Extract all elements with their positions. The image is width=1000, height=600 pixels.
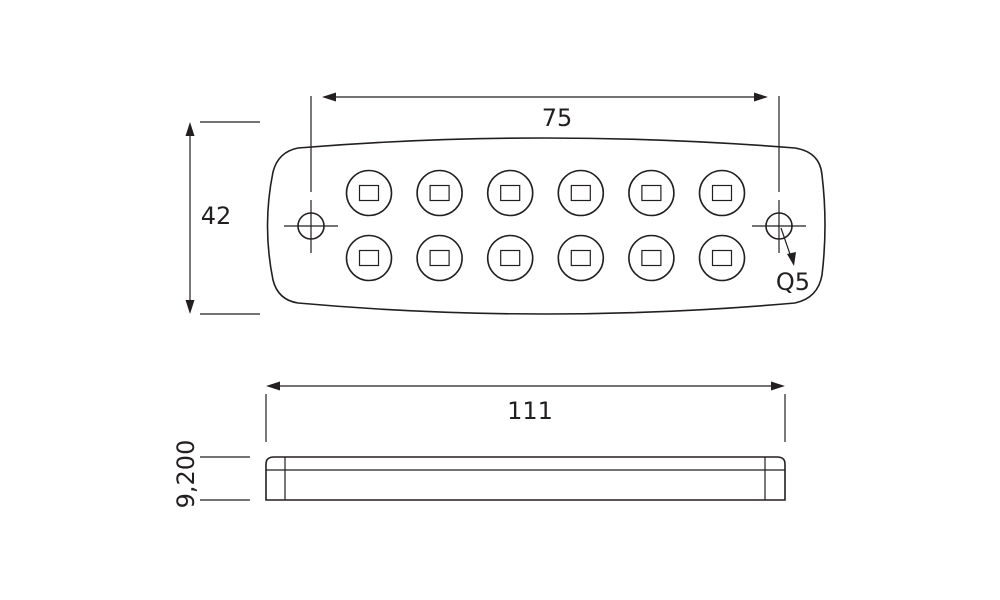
led-lens [416, 234, 463, 282]
mounting-hole-right [752, 200, 806, 253]
led-lens [486, 169, 534, 217]
led-lens [416, 169, 463, 217]
thickness-dimension: 9,200 [172, 440, 250, 509]
led-lens [345, 169, 393, 217]
thickness-label: 9,200 [172, 440, 200, 509]
led-lens [345, 234, 393, 282]
mounting-hole-left [284, 200, 338, 253]
led-lens [486, 234, 534, 282]
led-lens [628, 169, 675, 217]
led-lens [557, 234, 605, 282]
hole-diameter-callout: Q5 [776, 227, 810, 296]
led-lens [557, 169, 605, 217]
height-dimension: 42 [185, 121, 260, 315]
length-label: 111 [507, 397, 553, 425]
led-lens [628, 234, 675, 282]
side-profile [265, 456, 786, 501]
hole-diameter-label: Q5 [776, 268, 810, 296]
led-grid [345, 169, 746, 282]
hole-spacing-label: 75 [542, 104, 573, 132]
length-dimension: 111 [265, 381, 786, 442]
led-lens [698, 234, 746, 282]
lamp-outline [266, 137, 826, 315]
led-lens [698, 169, 746, 217]
side-view: 111 9,200 [172, 381, 786, 509]
height-label: 42 [201, 202, 232, 230]
top-view: 75 42 Q5 [185, 92, 826, 315]
hole-spacing-dimension: 75 [310, 92, 780, 192]
